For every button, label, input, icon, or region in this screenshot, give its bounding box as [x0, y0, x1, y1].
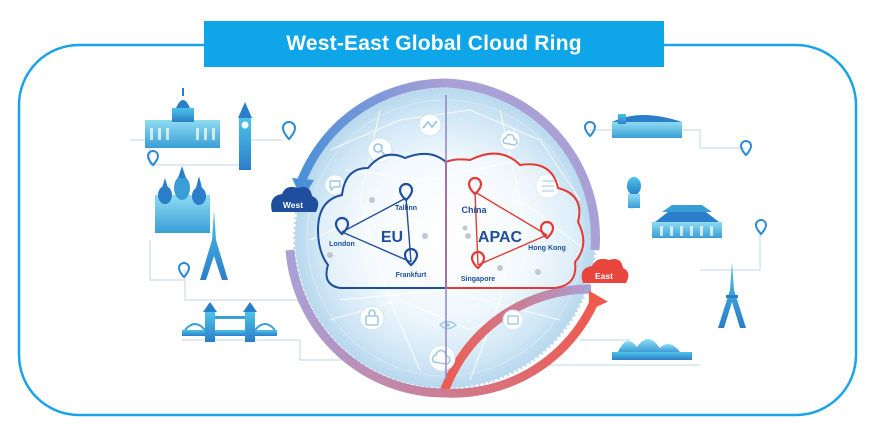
eu-cloud — [316, 152, 447, 289]
west-tag: West — [271, 186, 319, 212]
cloud-icon — [499, 129, 521, 151]
city-label-london: London — [329, 241, 355, 248]
location-pin-icon — [739, 140, 753, 157]
pin-hong-kong — [539, 220, 555, 240]
east-ring-arc-lower — [285, 249, 608, 398]
sydney-opera-icon — [612, 339, 692, 360]
location-pin-icon — [146, 150, 160, 167]
tokyo-tower-icon — [718, 262, 746, 328]
east-label: East — [595, 271, 613, 281]
server-icon — [502, 309, 524, 331]
pin-frankfurt — [403, 247, 419, 267]
location-pin-icon — [583, 121, 597, 138]
eye-icon — [438, 320, 458, 330]
marina-bay-icon — [612, 114, 682, 138]
diagram-title: West-East Global Cloud Ring — [204, 21, 664, 67]
west-label: West — [283, 200, 303, 210]
location-pin-icon — [754, 219, 768, 236]
city-label-singapore: Singapore — [461, 276, 495, 283]
trend-icon — [418, 113, 442, 137]
merlion-icon — [627, 177, 641, 208]
city-label-frankfurt: Frankfurt — [396, 272, 427, 279]
location-pin-icon — [281, 121, 297, 141]
tower-bridge-icon — [182, 302, 277, 342]
apac-label: APAC — [478, 229, 523, 246]
pin-london — [334, 216, 350, 236]
cloud-icon — [428, 344, 456, 372]
minor-pins — [327, 197, 541, 275]
st-basils-icon — [155, 166, 210, 233]
right-ring-arc — [444, 78, 600, 251]
city-label-hong-kong: Hong Kong — [528, 245, 566, 252]
pin-china — [467, 176, 483, 196]
eiffel-tower-icon — [200, 210, 228, 280]
east-tag: East — [581, 258, 629, 283]
eu-links — [341, 197, 412, 263]
pin-tallinn — [398, 182, 414, 202]
forbidden-city-icon — [652, 205, 722, 238]
east-ring-arc — [439, 284, 592, 394]
lock-icon — [359, 305, 385, 331]
list-icon — [535, 173, 561, 199]
chat-icon — [324, 174, 346, 196]
parliament-icon — [145, 88, 220, 148]
eu-label: EU — [381, 229, 403, 246]
city-label-china: China — [461, 205, 487, 215]
big-ben-icon — [238, 102, 252, 170]
pin-singapore — [470, 250, 486, 270]
location-pin-icon — [177, 262, 191, 279]
city-label-tallinn: Tallinn — [395, 205, 417, 212]
